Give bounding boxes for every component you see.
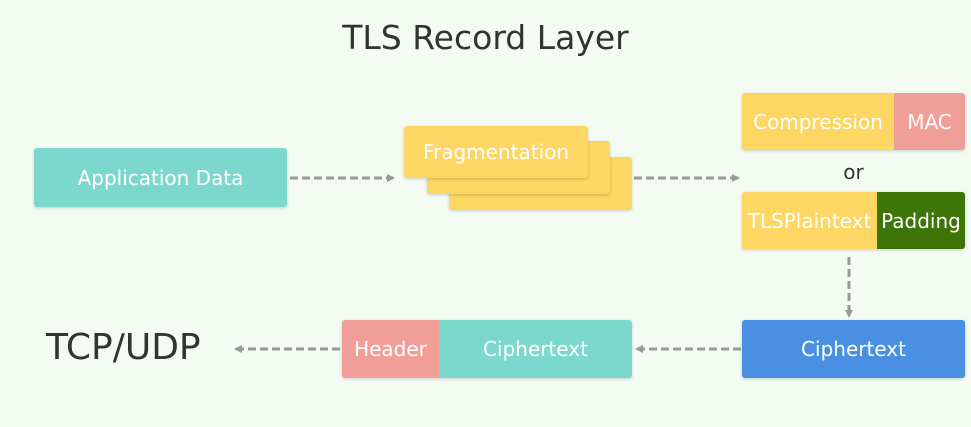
application-data-box: Application Data: [34, 148, 287, 207]
header-label: Header: [354, 337, 427, 361]
record-ciphertext-segment: Ciphertext: [439, 320, 632, 378]
mac-segment: MAC: [894, 93, 965, 150]
mac-label: MAC: [907, 109, 952, 134]
padding-label: Padding: [881, 208, 961, 233]
diagram-title: TLS Record Layer: [342, 18, 629, 57]
fragmentation-label: Fragmentation: [422, 140, 570, 164]
compression-label: Compression: [753, 109, 883, 134]
fragmentation-box: Fragmentation: [404, 126, 588, 178]
or-label: or: [843, 160, 864, 184]
record-group: Header Ciphertext: [342, 320, 632, 378]
ciphertext-box: Ciphertext: [742, 320, 965, 378]
padding-segment: Padding: [877, 192, 965, 249]
tcp-udp-label: TCP/UDP: [46, 327, 201, 368]
compression-mac-group: Compression MAC: [742, 93, 965, 150]
plaintext-padding-group: TLSPlaintext Padding: [742, 192, 965, 249]
compression-segment: Compression: [742, 93, 894, 150]
record-ciphertext-label: Ciphertext: [483, 337, 588, 361]
tlsplaintext-label: TLSPlaintext: [747, 208, 872, 233]
header-segment: Header: [342, 320, 439, 378]
tlsplaintext-segment: TLSPlaintext: [742, 192, 877, 249]
application-data-label: Application Data: [77, 165, 244, 190]
ciphertext-label: Ciphertext: [801, 337, 906, 361]
